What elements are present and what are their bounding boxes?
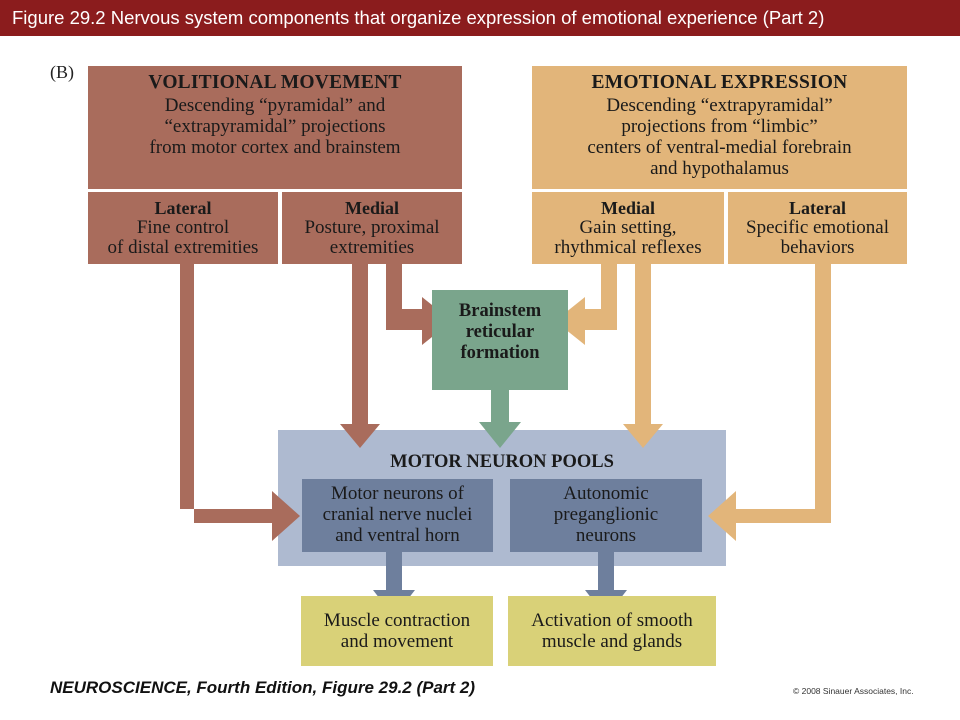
muscle-contraction-box: Muscle contraction and movement xyxy=(301,596,493,666)
emotional-lateral-heading: Lateral xyxy=(789,198,846,218)
volitional-line: Descending “pyramidal” and xyxy=(164,95,386,116)
emotional-medial-line: rhythmical reflexes xyxy=(554,237,702,258)
emotional-expression-box: EMOTIONAL EXPRESSION Descending “extrapy… xyxy=(532,66,907,189)
emotional-medial-box: Medial Gain setting, rhythmical reflexes xyxy=(532,192,724,264)
volitional-movement-box: VOLITIONAL MOVEMENT Descending “pyramida… xyxy=(88,66,462,189)
volitional-medial-line: extremities xyxy=(329,237,415,258)
emotional-medial-line: Gain setting, xyxy=(579,217,677,238)
autonomic-preganglionic-neurons-box: Autonomic preganglionic neurons xyxy=(510,479,702,552)
arrow-emotional-lateral-to-autonomic xyxy=(708,264,831,541)
muscle-line: Muscle contraction xyxy=(323,610,471,631)
brainstem-line: Brainstem xyxy=(458,301,542,321)
panel-label: (B) xyxy=(50,62,74,82)
arrow-brainstem-to-motor-pools xyxy=(479,388,521,448)
muscle-line: and movement xyxy=(340,631,454,652)
emotional-line: projections from “limbic” xyxy=(621,116,818,137)
volitional-medial-box: Medial Posture, proximal extremities xyxy=(282,192,462,264)
smooth-line: muscle and glands xyxy=(541,631,683,652)
volitional-lateral-heading: Lateral xyxy=(154,198,212,218)
emotional-line: centers of ventral-medial forebrain xyxy=(587,137,852,158)
volitional-lateral-line: of distal extremities xyxy=(107,237,259,258)
cranial-line: cranial nerve nuclei xyxy=(322,504,473,525)
emotional-lateral-line: Specific emotional xyxy=(746,217,889,238)
brainstem-line: formation xyxy=(460,343,540,363)
brainstem-line: reticular xyxy=(465,322,535,342)
arrow-volitional-medial-to-motor-pools xyxy=(340,264,380,448)
emotional-expression-heading: EMOTIONAL EXPRESSION xyxy=(591,72,848,93)
copyright-notice: © 2008 Sinauer Associates, Inc. xyxy=(793,686,914,696)
volitional-line: “extrapyramidal” projections xyxy=(164,116,386,137)
emotional-lateral-line: behaviors xyxy=(780,237,855,258)
volitional-line: from motor cortex and brainstem xyxy=(149,137,401,158)
emotional-lateral-box: Lateral Specific emotional behaviors xyxy=(728,192,907,264)
volitional-medial-heading: Medial xyxy=(345,198,399,218)
arrow-emotional-medial-to-motor-pools xyxy=(623,264,663,448)
cranial-line: Motor neurons of xyxy=(331,483,464,504)
emotional-line: Descending “extrapyramidal” xyxy=(606,95,833,116)
emotional-medial-heading: Medial xyxy=(601,198,655,218)
brainstem-reticular-formation-box: Brainstem reticular formation xyxy=(432,290,568,390)
cranial-nerve-motor-neurons-box: Motor neurons of cranial nerve nuclei an… xyxy=(302,479,493,552)
volitional-lateral-line: Fine control xyxy=(136,217,230,238)
smooth-muscle-activation-box: Activation of smooth muscle and glands xyxy=(508,596,716,666)
autonomic-line: neurons xyxy=(575,525,637,546)
figure-title: Figure 29.2 Nervous system components th… xyxy=(0,0,960,36)
arrow-volitional-lateral-to-motor-neurons xyxy=(180,264,300,541)
volitional-movement-heading: VOLITIONAL MOVEMENT xyxy=(148,72,402,93)
volitional-lateral-box: Lateral Fine control of distal extremiti… xyxy=(88,192,278,264)
arrow-emotional-medial-to-brainstem xyxy=(555,264,617,345)
emotional-line: and hypothalamus xyxy=(650,158,789,179)
autonomic-line: preganglionic xyxy=(553,504,659,525)
cranial-line: and ventral horn xyxy=(335,525,460,546)
volitional-medial-line: Posture, proximal xyxy=(304,217,440,238)
autonomic-line: Autonomic xyxy=(563,483,649,504)
smooth-line: Activation of smooth xyxy=(531,610,693,631)
figure-footer: NEUROSCIENCE, Fourth Edition, Figure 29.… xyxy=(50,678,476,697)
motor-neuron-pools-heading: MOTOR NEURON POOLS xyxy=(390,452,614,472)
